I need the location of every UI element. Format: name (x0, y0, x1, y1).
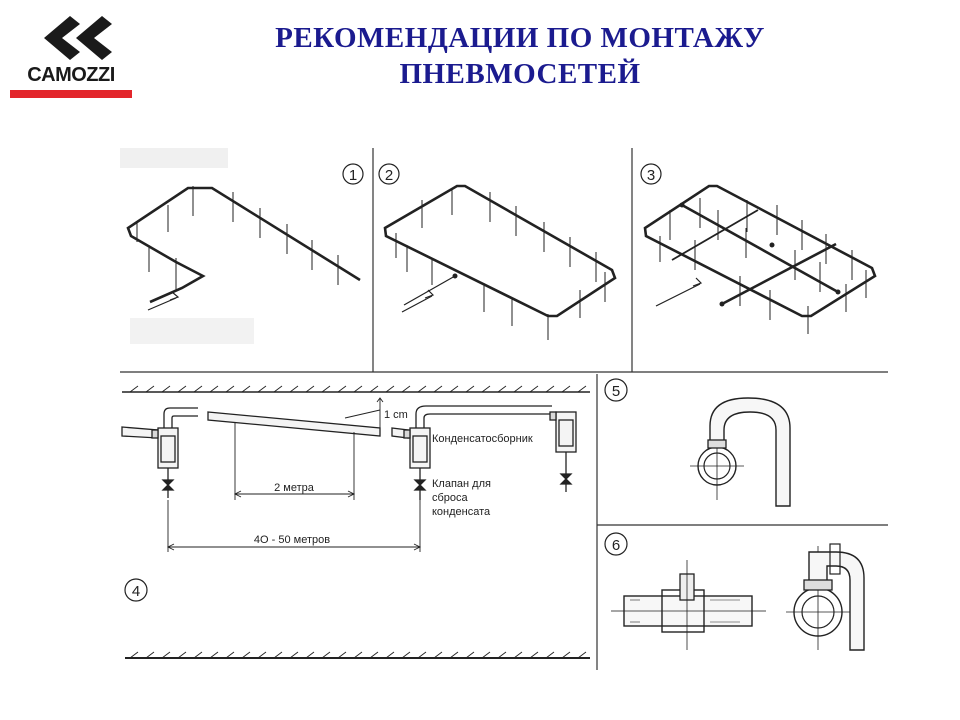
panel-6-branch-side-connection: 6 (604, 532, 865, 651)
panel-1-label: 1 (349, 167, 357, 184)
brand-name: CAMOZZI (27, 64, 115, 86)
valve-label-line-2: сброса (432, 492, 469, 504)
panel-borders (120, 148, 888, 670)
panel-5-branch-top-connection: 5 (604, 378, 791, 507)
camozzi-double-c-logo-icon (44, 16, 112, 60)
dimension-40-50m-label: 4О - 50 метров (254, 534, 330, 546)
valve-label-line-1: Клапан для (432, 478, 491, 490)
dimension-2m-label: 2 метра (274, 482, 315, 494)
page-title-line-1: РЕКОМЕНДАЦИИ ПО МОНТАЖУ (275, 22, 765, 54)
panel-5-label: 5 (612, 383, 620, 400)
panel-2-ring-network: 2 (378, 163, 617, 340)
panel-1-open-network: 1 (126, 163, 364, 311)
camozzi-logo: CAMOZZI (10, 10, 132, 98)
panel-3-label: 3 (647, 167, 655, 184)
page-title-line-2: ПНЕВМОСЕТЕЙ (399, 58, 641, 90)
slope-label: 1 cm (384, 409, 408, 421)
valve-label-line-3: конденсата (432, 506, 491, 518)
panel-6-label: 6 (612, 537, 620, 554)
page-title: РЕКОМЕНДАЦИИ ПО МОНТАЖУ ПНЕВМОСЕТЕЙ (220, 20, 820, 92)
panel-3-meshed-network: 3 (640, 163, 877, 334)
panel-2-label: 2 (385, 167, 393, 184)
brand-accent-bar (10, 90, 132, 98)
panel-4-slope-section: 1 cm Конденсатосборник Клапан для сброса… (121, 385, 590, 659)
panel-4-label: 4 (132, 583, 140, 600)
collector-label: Конденсатосборник (432, 433, 533, 445)
